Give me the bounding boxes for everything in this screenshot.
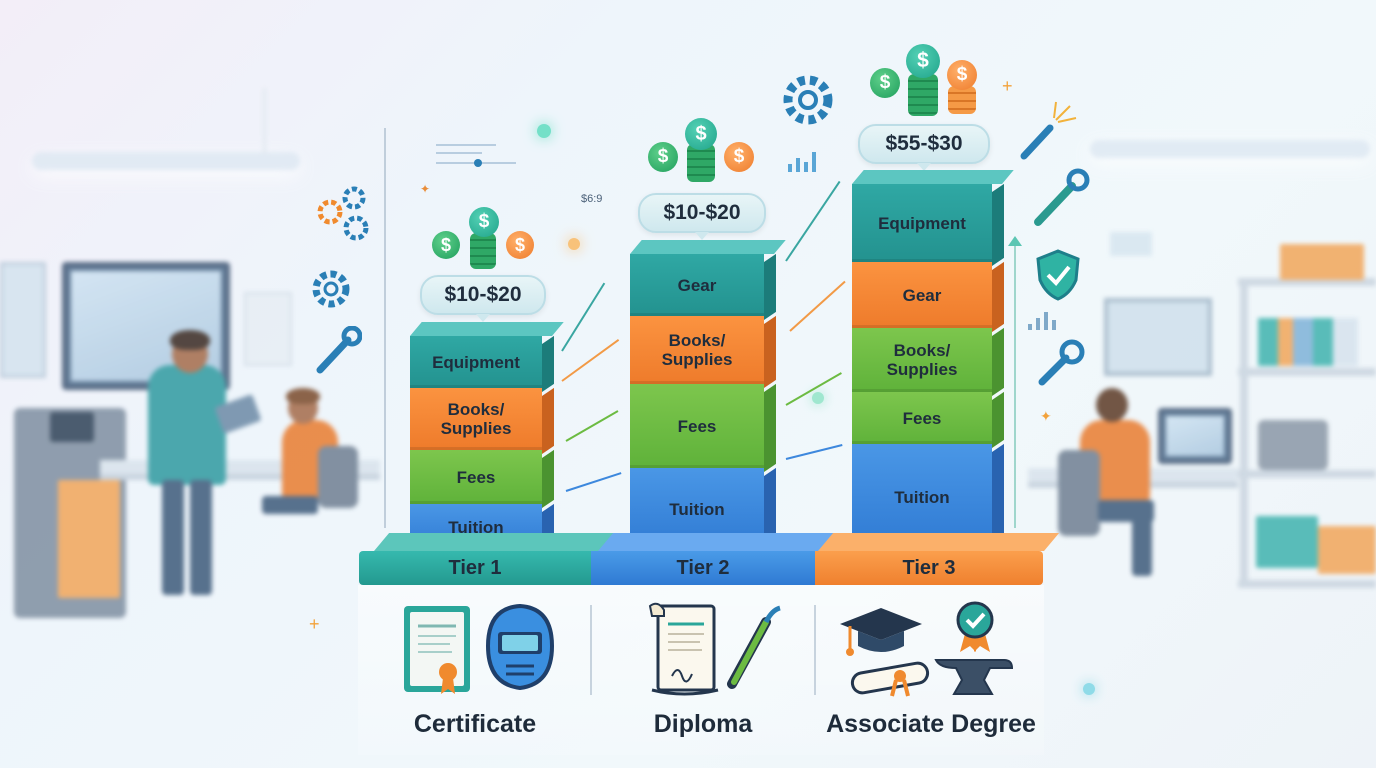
- graduation-cap-icon: [840, 608, 922, 656]
- progress-lines: [424, 144, 516, 174]
- credential-label-certificate: Certificate: [413, 710, 537, 738]
- gear-icon: [312, 270, 350, 308]
- ceiling-lamp-left: [32, 152, 300, 170]
- price-tag: $10-$20: [420, 275, 546, 322]
- gear-icon: [317, 186, 369, 241]
- cost-block-fees: Fees: [852, 391, 1004, 448]
- credential-label-diploma: Diploma: [653, 710, 753, 738]
- cost-block-equipment: Equipment: [410, 335, 554, 392]
- tier-1-label: Tier 1: [359, 551, 591, 585]
- cost-block-fees: Fees: [630, 383, 776, 472]
- tier-3-label: Tier 3: [815, 551, 1043, 585]
- welding-helmet-icon: [485, 604, 555, 690]
- shield-check-icon: [1036, 249, 1080, 301]
- bar-chart-icon: [788, 152, 816, 172]
- bar-chart-icon: [1028, 312, 1056, 330]
- money-stack-icon: $ $ $: [432, 207, 536, 269]
- technician-standing: [148, 365, 226, 485]
- anvil-icon: [934, 659, 1014, 695]
- cost-block-books-supplies: Books/Supplies: [410, 387, 554, 454]
- money-stack-icon: $ $ $: [648, 118, 754, 182]
- money-stack-icon: $ $ $: [870, 44, 978, 116]
- award-ribbon-icon: [956, 601, 994, 652]
- wrench-icon: [1034, 168, 1090, 226]
- cost-block-books-supplies: Books/Supplies: [852, 327, 1004, 396]
- cost-block-gear: Gear: [852, 261, 1004, 332]
- cost-block-books-supplies: Books/Supplies: [630, 315, 776, 388]
- price-tag: $10-$20: [638, 193, 766, 240]
- diploma-scroll-icon: [648, 602, 719, 696]
- welding-torch-icon: [727, 605, 781, 689]
- ceiling-lamp-right: [1090, 140, 1370, 158]
- cost-block-gear: Gear: [630, 253, 776, 320]
- cost-block-tuition: Tuition: [852, 443, 1004, 554]
- wrench-icon: [1038, 339, 1085, 386]
- desk-monitor-right: [1158, 408, 1232, 464]
- small-annotation: $6:9: [581, 193, 603, 205]
- credential-label-associate-degree: Associate Degree: [826, 710, 1036, 738]
- certificate-icon: [404, 606, 470, 694]
- rolled-diploma-icon: [850, 661, 930, 697]
- tier-2-label: Tier 2: [591, 551, 815, 585]
- wrench-icon: [316, 326, 362, 374]
- gear-icon: [783, 75, 833, 125]
- cost-block-equipment: Equipment: [852, 183, 1004, 266]
- price-tag: $55-$30: [858, 124, 990, 171]
- cost-block-fees: Fees: [410, 449, 554, 508]
- welding-torch-icon: [1020, 101, 1077, 160]
